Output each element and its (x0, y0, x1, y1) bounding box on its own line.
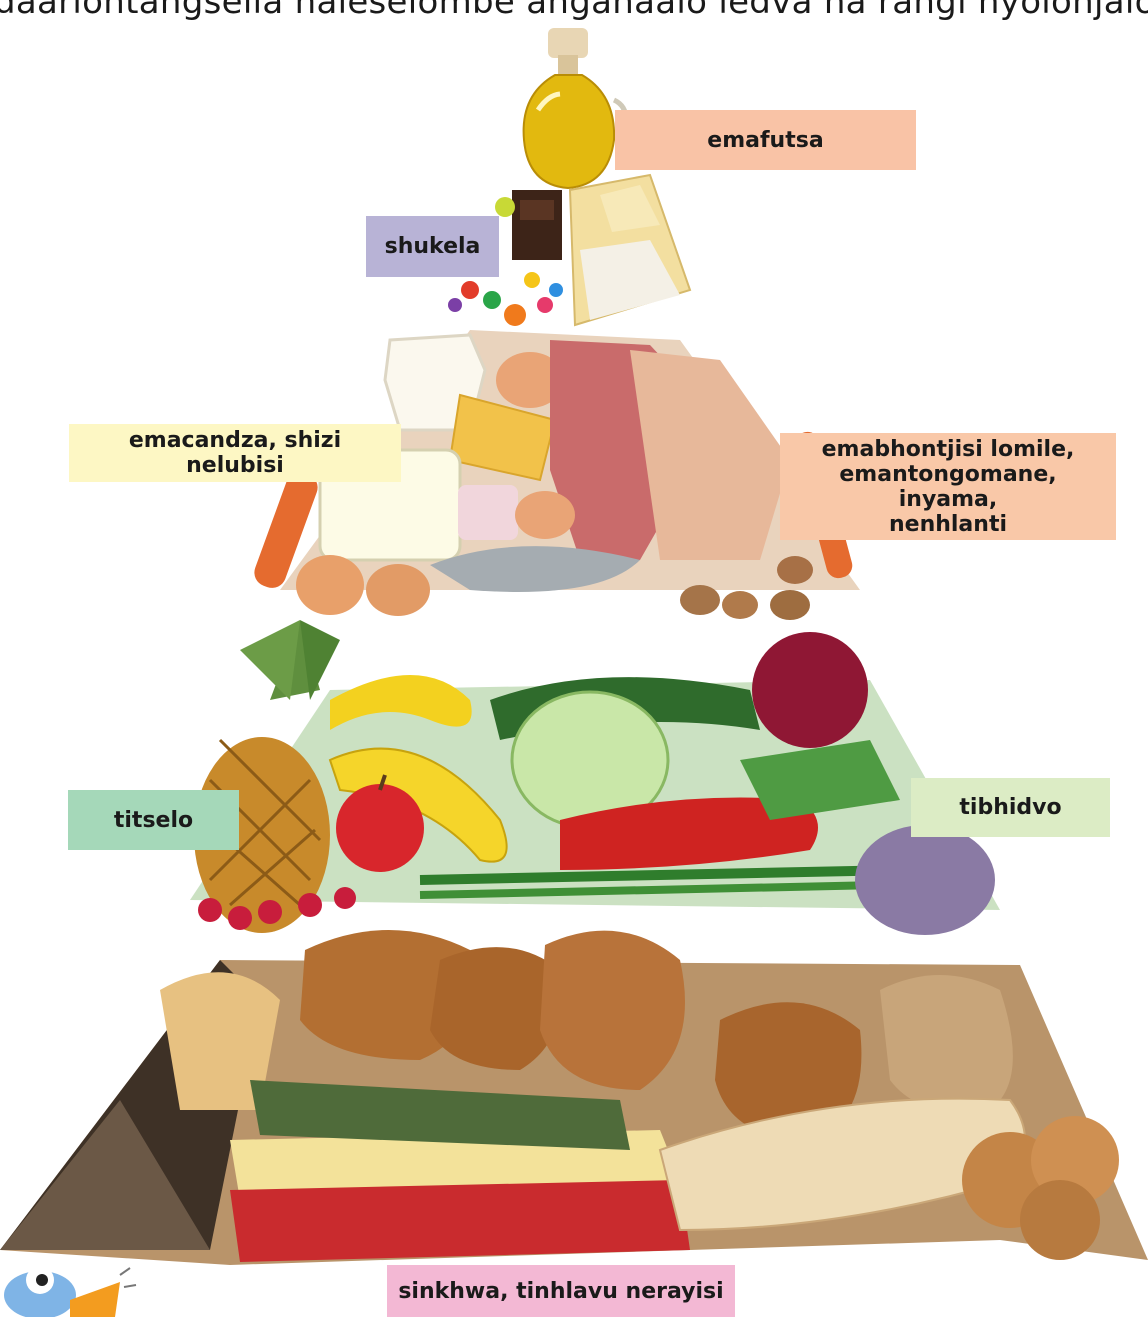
label-bread-grains-rice: sinkhwa, tinhlavu nerayisi (387, 1265, 735, 1317)
label-sugar: shukela (366, 216, 499, 277)
label-protein-line-3: nenhlanti (889, 512, 1007, 537)
bread-grains-icon (0, 930, 1148, 1265)
label-protein-line-2: emantongomane, inyama, (790, 462, 1106, 512)
label-protein-line-1: emabhontjisi lomile, (822, 437, 1075, 462)
fruit-vegetables-icon (190, 620, 1000, 935)
label-fats: emafutsa (615, 110, 916, 170)
label-vegetables: tibhidvo (911, 778, 1110, 837)
mascot-icon (4, 1266, 136, 1317)
label-beans-nuts-meat-fish: emabhontjisi lomile, emantongomane, inya… (780, 433, 1116, 540)
label-fruit: titselo (68, 790, 239, 850)
label-eggs-cheese-milk: emacandza, shizi nelubisi (69, 424, 401, 482)
oil-bottle-icon (524, 28, 627, 188)
